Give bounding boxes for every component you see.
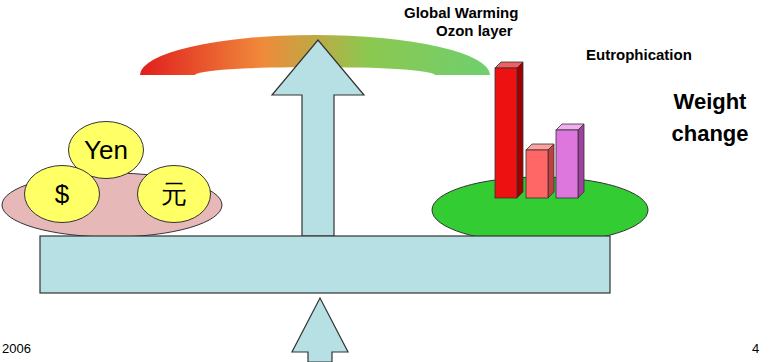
coin: Yen [68, 121, 144, 179]
currency-label: 元 [137, 165, 211, 223]
impact-label: Ozon layer [436, 22, 513, 40]
currency-label: Yen [68, 121, 144, 179]
currency-label: $ [24, 165, 100, 223]
impact-label: Global Warming [404, 4, 518, 22]
impact-label: Eutrophication [586, 46, 692, 64]
fulcrum [292, 298, 348, 362]
coin-outline [138, 166, 211, 223]
balance-beam [40, 236, 610, 293]
bar-chart [495, 62, 584, 198]
coin: $ [24, 165, 100, 223]
pointer-arrow [272, 40, 364, 236]
page-number: 4 [752, 341, 759, 357]
weight-label: Weight change [662, 86, 758, 150]
footer-year: 2006 [2, 341, 31, 357]
coin-outline [25, 166, 100, 223]
coin: 元 [137, 165, 211, 223]
